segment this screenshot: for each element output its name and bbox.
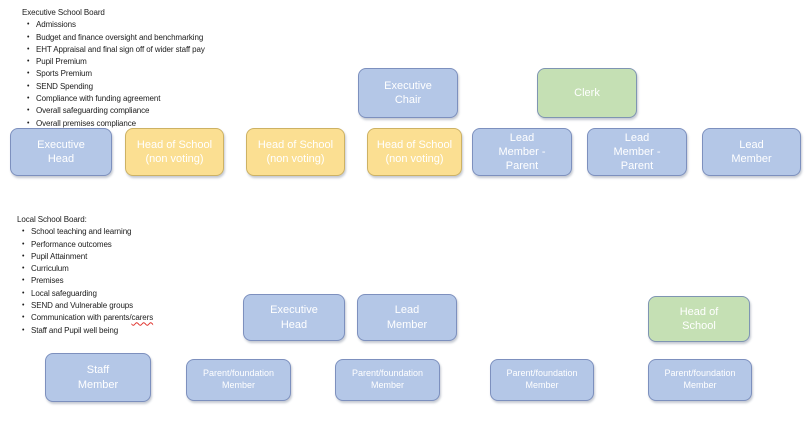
bullet-item-text: Performance outcomes [31,239,112,249]
node-label: Lead Member [731,138,772,165]
bullet-item: • Overall premises compliance [22,118,205,130]
parent-foundation-member-node-3: Parent/foundation Member [490,359,594,401]
bullet-item-text: Overall safeguarding compliance [36,106,150,116]
bullet-item: • Performance outcomes [17,239,153,251]
node-label: Executive Head [270,304,318,331]
bullet-icon: • [27,21,30,29]
node-label: Head of School (non voting) [376,138,453,165]
staff-member-node: Staff Member [45,353,151,402]
parent-foundation-member-node-2: Parent/foundation Member [335,359,440,401]
executive-board-responsibilities: Executive School Board • Admissions • Budge… [22,7,205,130]
bullet-item: • EHT Appraisal and final sign off of wid… [22,44,205,56]
bullet-item-text: Admissions [36,20,76,30]
lead-member-node-1: Lead Member [702,128,801,176]
node-label: Lead Member - Parent [613,131,661,173]
bullet-item-text: Compliance with funding agreement [36,94,161,104]
node-label: Lead Member - Parent [498,131,546,173]
bullet-item: • Admissions [22,19,205,31]
bullet-item-text: Overall premises compliance [36,118,137,128]
executive-chair-node: Executive Chair [358,68,458,118]
node-label: Parent/foundation Member [202,368,275,390]
bullet-icon: • [22,326,25,334]
bullet-item: • Budget and finance oversight and benchm… [22,32,205,44]
bullet-item-text: Sports Premium [36,69,92,79]
bullet-item-text: Staff and Pupil well being [31,325,119,335]
bullet-item: • Premises [17,275,153,287]
bullet-item: • Overall safeguarding compliance [22,105,205,117]
bullet-icon: • [22,314,25,322]
bullet-item: • SEND Spending [22,81,205,93]
lead-member-parent-node-2: Lead Member - Parent [587,128,687,176]
bullet-item: • Local safeguarding [17,288,153,300]
bullet-item-text: Pupil Attainment [31,251,88,261]
node-label: Executive Chair [384,79,432,106]
bullet-item: • Staff and Pupil well being [17,325,153,337]
node-label: Clerk [574,86,600,99]
executive-head-node-1: Executive Head [10,128,112,176]
bullet-item: • Pupil Attainment [17,251,153,263]
bullet-icon: • [22,289,25,297]
local-board-title: Local School Board: [17,215,87,224]
bullet-item-text: Budget and finance oversight and benchma… [36,32,204,42]
bullet-item: • School teaching and learning [17,226,153,238]
local-board-items: • School teaching and learning • Performanc… [17,226,153,337]
lead-member-node-2: Lead Member [357,294,457,341]
bullet-icon: • [27,82,30,90]
bullet-item: • Curriculum [17,263,153,275]
bullet-icon: • [22,302,25,310]
parent-foundation-member-node-4: Parent/foundation Member [648,359,752,401]
bullet-item-text: Local safeguarding [31,288,97,298]
bullet-icon: • [22,265,25,273]
head-of-school-nonvoting-node-2: Head of School (non voting) [246,128,345,176]
node-label: Parent/foundation Member [506,368,578,390]
bullet-icon: • [27,107,30,115]
misspelled-word: carers [131,313,154,323]
node-label: Head of School (non voting) [136,138,213,165]
node-label: Staff Member [77,364,119,391]
node-label: Parent/foundation Member [351,368,424,390]
head-of-school-nonvoting-node-3: Head of School (non voting) [367,128,462,176]
bullet-icon: • [27,119,30,127]
bullet-icon: • [22,252,25,260]
bullet-item-text: Premises [31,276,64,286]
bullet-icon: • [22,277,25,285]
bullet-item: • Pupil Premium [22,56,205,68]
bullet-item-text: SEND and Vulnerable groups [31,301,134,311]
head-of-school-node: Head of School [648,296,750,342]
bullet-icon: • [27,45,30,53]
node-label: Executive Head [37,138,85,165]
node-label: Head of School [679,305,719,332]
lead-member-parent-node-1: Lead Member - Parent [472,128,572,176]
executive-head-node-2: Executive Head [243,294,345,341]
bullet-item-text: Pupil Premium [36,57,87,67]
bullet-item-text: Communication with parents/carers [31,313,154,323]
parent-foundation-member-node-1: Parent/foundation Member [186,359,291,401]
node-label: Lead Member [386,304,428,331]
bullet-item: • Compliance with funding agreement [22,93,205,105]
bullet-item: • Communication with parents/carers [17,312,153,324]
head-of-school-nonvoting-node-1: Head of School (non voting) [125,128,224,176]
node-label: Head of School (non voting) [257,138,334,165]
clerk-node: Clerk [537,68,637,118]
bullet-item-text: SEND Spending [36,81,93,91]
executive-board-items: • Admissions • Budget and finance oversight… [22,19,205,130]
bullet-icon: • [27,33,30,41]
bullet-icon: • [27,58,30,66]
node-label: Parent/foundation Member [664,368,736,390]
bullet-item-text: Curriculum [31,264,69,274]
executive-board-title: Executive School Board [22,8,105,17]
bullet-icon: • [22,228,25,236]
local-board-responsibilities: Local School Board: • School teaching and… [17,214,153,337]
bullet-icon: • [27,70,30,78]
bullet-item-text: School teaching and learning [31,227,132,237]
bullet-icon: • [22,240,25,248]
bullet-item: • Sports Premium [22,68,205,80]
bullet-item-text: EHT Appraisal and final sign off of wide… [36,44,205,54]
bullet-icon: • [27,95,30,103]
bullet-item: • SEND and Vulnerable groups [17,300,153,312]
